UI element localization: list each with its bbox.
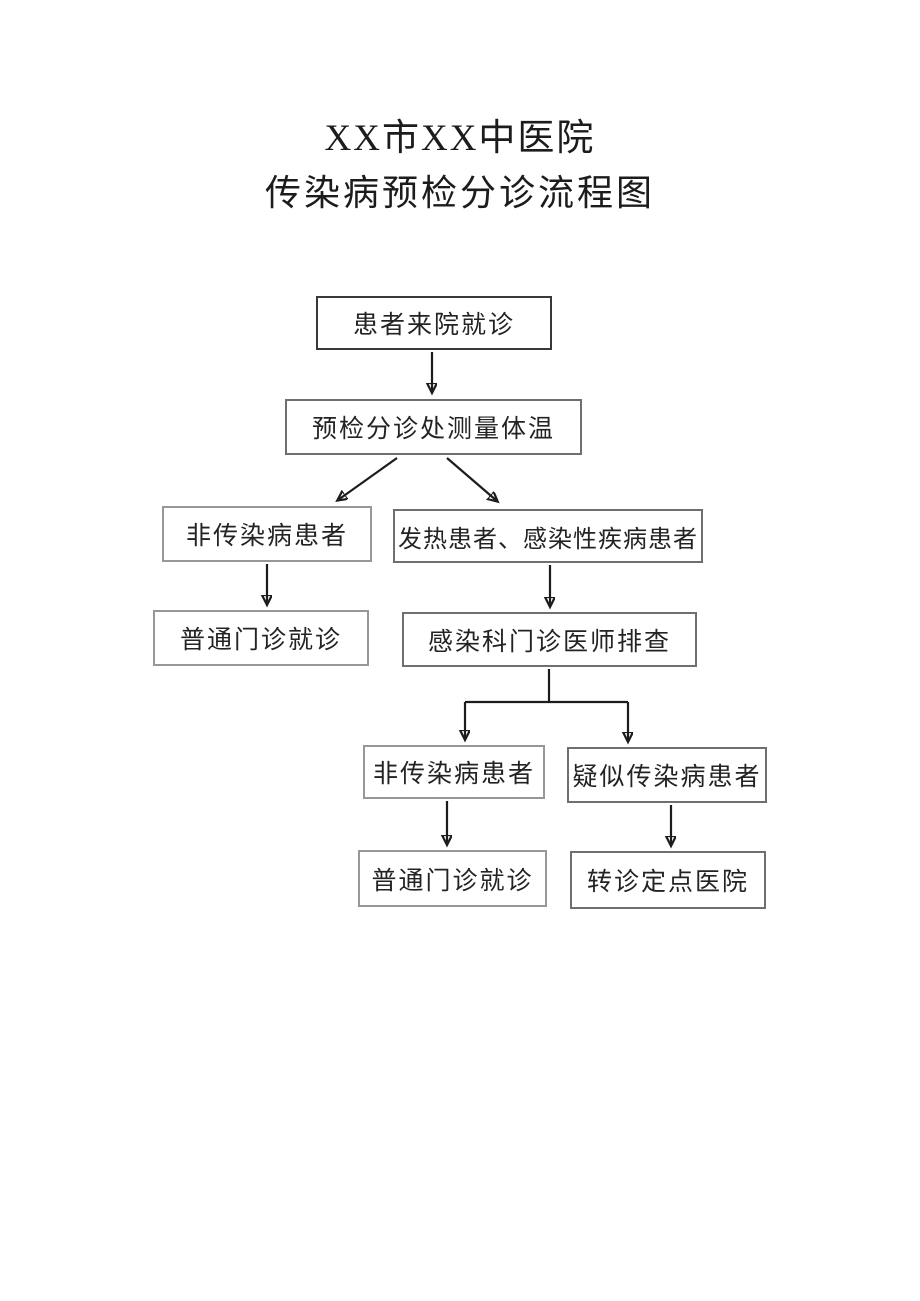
arrow-triage-to-fever [446, 457, 497, 501]
flow-node-transfer-hospital: 转诊定点医院 [570, 851, 766, 909]
flow-node-patient-arrival: 患者来院就诊 [316, 296, 552, 350]
title-hospital-name: XX市XX中医院 [324, 118, 596, 159]
title-flowchart-name: 传染病预检分诊流程图 [264, 173, 655, 213]
flow-node-general-outpatient-1: 普通门诊就诊 [153, 610, 369, 666]
flow-node-infection-dept-check: 感染科门诊医师排查 [402, 612, 697, 667]
arrow-triage-to-non-infectious-1 [338, 457, 398, 500]
flow-node-suspected-infectious: 疑似传染病患者 [567, 747, 767, 803]
flow-node-general-outpatient-2: 普通门诊就诊 [358, 850, 547, 907]
flow-node-fever-infectious: 发热患者、感染性疾病患者 [393, 509, 703, 563]
flow-node-triage-temperature: 预检分诊处测量体温 [285, 399, 582, 455]
page-title: XX市XX中医院 传染病预检分诊流程图 [0, 116, 920, 216]
flow-node-non-infectious-1: 非传染病患者 [162, 506, 372, 562]
flow-node-non-infectious-2: 非传染病患者 [363, 745, 545, 799]
